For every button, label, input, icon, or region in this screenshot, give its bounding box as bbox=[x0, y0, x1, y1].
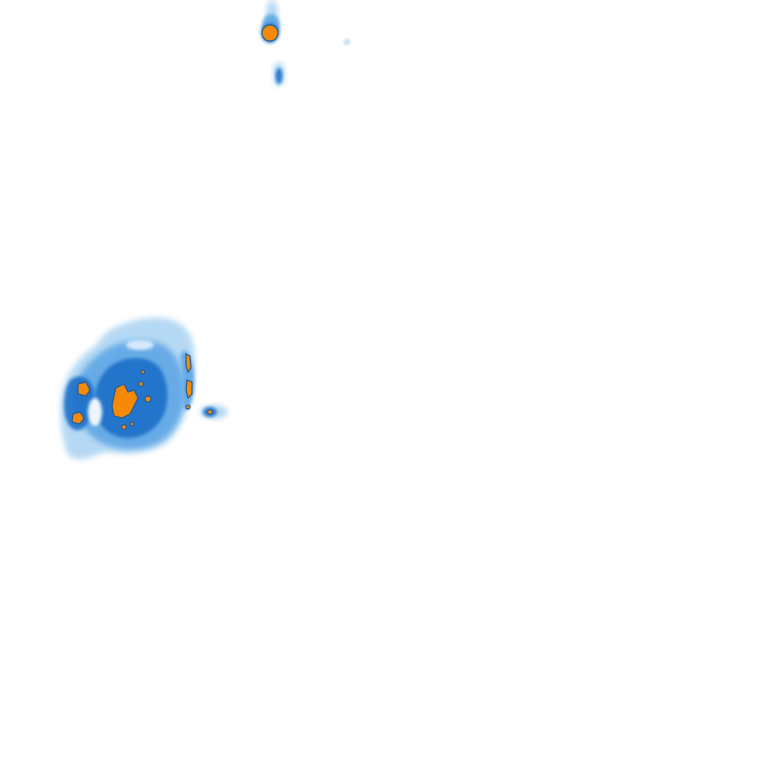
north-cell bbox=[261, 0, 280, 43]
north-trail bbox=[273, 62, 285, 86]
southwest-storm-complex bbox=[60, 317, 195, 460]
eastern-band bbox=[180, 350, 195, 411]
isolated-speck bbox=[344, 39, 350, 45]
east-fragment bbox=[200, 405, 228, 419]
